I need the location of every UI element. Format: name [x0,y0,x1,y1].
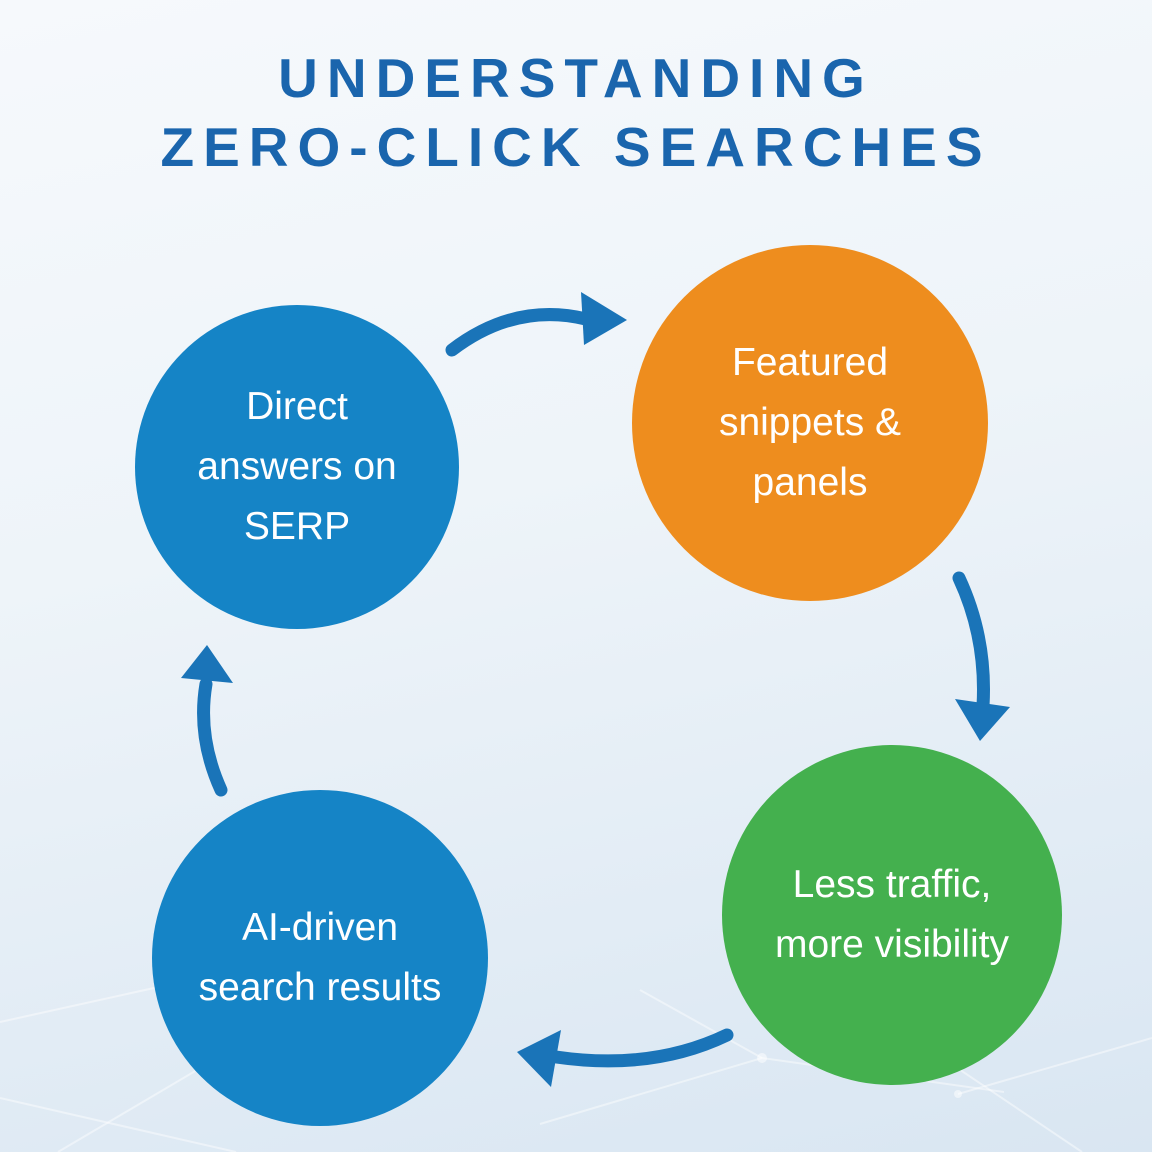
node-label-line: answers on [197,445,397,488]
node-label: Direct answers on SERP [197,377,396,557]
node-label: Featured snippets & panels [719,333,901,513]
node-label: Less traffic, more visibility [775,855,1009,975]
title-line-1: UNDERSTANDING [278,47,874,109]
arrow-bottom-right-to-bottom-left [517,1028,734,1087]
cycle-node-less-traffic-more-visibility: Less traffic, more visibility [722,745,1062,1085]
cycle-node-ai-driven-search-results: AI-driven search results [152,790,488,1126]
arrow-bottom-left-to-top-left [181,645,233,797]
node-label-line: panels [752,461,868,504]
node-label-line: Featured [731,341,889,384]
node-label-line: Direct [246,385,348,428]
arrowhead-right-icon [581,292,627,345]
node-label: AI-driven search results [199,898,442,1018]
node-label-line: more visibility [774,923,1010,966]
arrowhead-down-icon [955,699,1010,741]
node-label-line: snippets & [718,401,902,444]
node-label-line: AI-driven [241,906,399,949]
cycle-node-featured-snippets-panels: Featured snippets & panels [632,245,988,601]
infographic-title: UNDERSTANDING ZERO-CLICK SEARCHES [0,44,1152,182]
arrowhead-left-icon [517,1030,561,1087]
arrowhead-up-icon [181,645,233,683]
arrow-top-left-to-top-right [445,292,627,357]
node-label-line: SERP [243,505,351,548]
node-label-line: search results [198,966,442,1009]
title-line-2: ZERO-CLICK SEARCHES [160,116,992,178]
node-label-line: Less traffic, [792,863,992,906]
arrow-top-right-to-bottom-right [952,571,1010,741]
cycle-node-direct-answers-on-serp: Direct answers on SERP [135,305,459,629]
